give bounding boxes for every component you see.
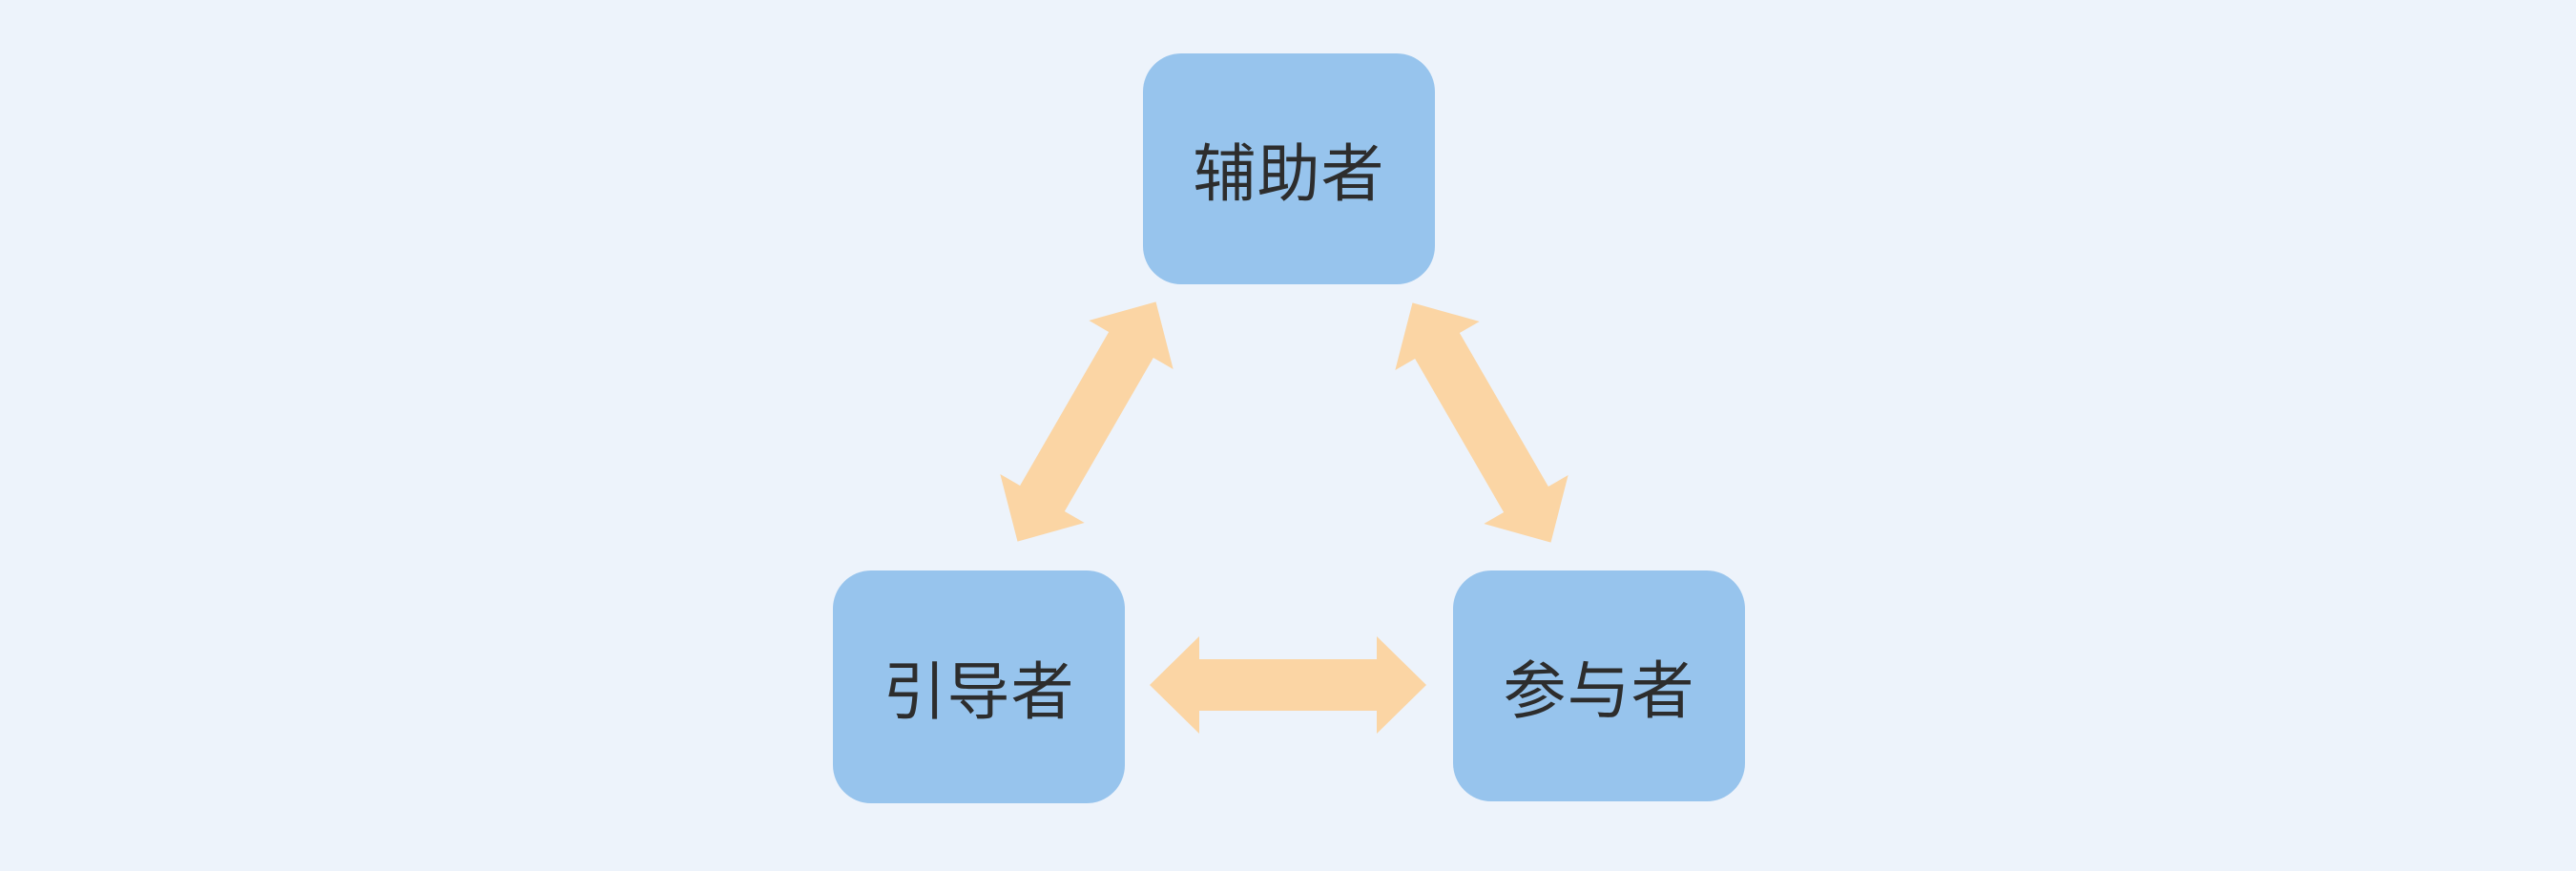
node-participant: 参与者 (1453, 570, 1745, 801)
double-arrow-shape (1000, 301, 1174, 542)
node-facilitator: 辅助者 (1143, 53, 1435, 284)
double-arrow-guide-participant (1150, 636, 1426, 734)
double-arrow-shape (1150, 636, 1426, 734)
node-participant-label: 参与者 (1503, 655, 1695, 726)
double-arrow-shape (1395, 302, 1568, 543)
node-guide-label: 引导者 (883, 656, 1075, 727)
node-facilitator-label: 辅助者 (1193, 138, 1385, 209)
double-arrow-facilitator-guide (1000, 301, 1174, 542)
node-guide: 引导者 (833, 570, 1125, 803)
double-arrow-facilitator-participant (1395, 302, 1568, 543)
